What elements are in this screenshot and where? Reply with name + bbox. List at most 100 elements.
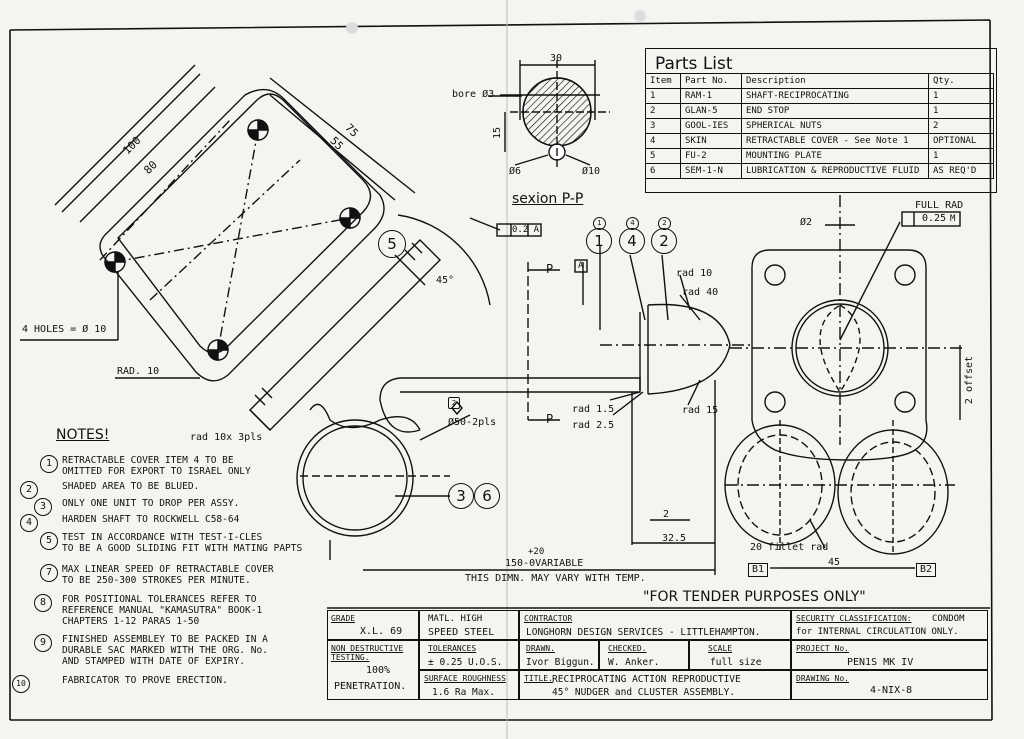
cell-description: RETRACTABLE COVER - See Note 1 xyxy=(741,133,929,149)
material-label: MATL. HIGH xyxy=(428,614,483,624)
grade-label: GRADE xyxy=(331,614,356,623)
cell-item: 6 xyxy=(645,163,681,179)
grade-value: X.L. 69 xyxy=(360,626,403,637)
table-row: 6 SEM-1-N LUBRICATION & REPRODUCTIVE FLU… xyxy=(645,163,994,179)
contractor-label: CONTRACTOR xyxy=(524,614,573,623)
holes-label: 4 HOLES = Ø 10 xyxy=(22,324,107,335)
feature-control-label: 0.2 A xyxy=(512,225,540,235)
cell-qty: OPTIONAL xyxy=(928,133,994,149)
cell-description: MOUNTING PLATE xyxy=(741,148,929,164)
full-rad-label: FULL RAD xyxy=(915,200,964,211)
col-qty: Qty. xyxy=(928,73,994,89)
section-dim-right: Ø10 xyxy=(582,166,601,177)
rad2-5-label: rad 2.5 xyxy=(572,420,615,431)
drawing-label: DRAWING No. xyxy=(796,674,849,683)
dim-150-label: 150-0VARIABLE xyxy=(505,558,584,569)
note-text: FOR POSITIONAL TOLERANCES REFER TO REFER… xyxy=(62,594,263,627)
title-value: RECIPROCATING ACTION REPRODUCTIVE xyxy=(552,674,741,685)
drawn-value: Ivor Biggun. xyxy=(526,657,595,668)
cell-part-no: SKIN xyxy=(680,133,742,149)
surface-value: 1.6 Ra Max. xyxy=(432,687,495,698)
security-label: SECURITY CLASSIFICATION: xyxy=(796,614,912,623)
tb-surface: SURFACE ROUGHNESS 1.6 Ra Max. xyxy=(419,670,519,700)
ndt-label: NON DESTRUCTIVE TESTING. xyxy=(331,644,404,662)
cell-description: SPHERICAL NUTS xyxy=(741,118,929,134)
table-row: 1 RAM-1 SHAFT-RECIPROCATING 1 xyxy=(645,88,994,104)
cell-description: LUBRICATION & REPRODUCTIVE FLUID xyxy=(741,163,929,179)
note-number: 1 xyxy=(40,455,58,473)
cell-item: 3 xyxy=(645,118,681,134)
hex-marker-2: 2 xyxy=(448,397,460,409)
plate-rad-label: RAD. 10 xyxy=(117,366,160,377)
note-text: MAX LINEAR SPEED OF RETRACTABLE COVER TO… xyxy=(62,564,274,586)
scale-label: SCALE xyxy=(708,644,733,653)
table-row: 4 SKIN RETRACTABLE COVER - See Note 1 OP… xyxy=(645,133,994,149)
cell-qty: 1 xyxy=(928,103,994,119)
fillet-label: 20 fillet rad xyxy=(750,542,829,553)
note-text: TEST IN ACCORDANCE WITH TEST-I-CLES TO B… xyxy=(62,532,303,554)
cell-item: 2 xyxy=(645,103,681,119)
datum-b1: B1 xyxy=(748,563,769,577)
datum-label: A xyxy=(578,261,584,271)
ndt-value-2: PENETRATION. xyxy=(334,681,407,692)
note-number: 3 xyxy=(34,498,52,516)
tb-checked: CHECKED. W. Anker. xyxy=(599,640,689,670)
section-label: sexion P-P xyxy=(512,191,584,207)
rad-pls-label: rad 10x 3pls xyxy=(190,432,263,443)
section-mark-top: P xyxy=(546,262,554,276)
title-value-2: 45° NUDGER and CLUSTER ASSEMBLY. xyxy=(552,687,736,698)
balloon-1: 1 xyxy=(586,228,612,254)
contractor-value: LONGHORN DESIGN SERVICES - LITTLEHAMPTON… xyxy=(526,627,761,638)
mounting-plate-view xyxy=(20,64,416,382)
angle-label: 45° xyxy=(436,275,455,286)
note-text: HARDEN SHAFT TO ROCKWELL C58-64 xyxy=(62,514,240,525)
tolerances-value: ± 0.25 U.O.S. xyxy=(428,657,503,668)
parts-list-title: Parts List xyxy=(655,54,733,74)
cell-description: END STOP xyxy=(741,103,929,119)
rad15-label: rad 15 xyxy=(682,405,719,416)
cell-qty: 1 xyxy=(928,88,994,104)
cell-qty: 2 xyxy=(928,118,994,134)
section-dim-side: 15 xyxy=(492,126,504,140)
col-part-no: Part No. xyxy=(680,73,742,89)
balloon-4: 4 xyxy=(619,228,645,254)
project-label: PROJECT No. xyxy=(796,644,849,653)
section-mark-bottom: P xyxy=(546,412,554,426)
tb-security: SECURITY CLASSIFICATION: CONDOM for INTE… xyxy=(791,610,988,640)
project-value: PEN1S MK IV xyxy=(847,657,914,668)
checked-label: CHECKED. xyxy=(608,644,647,653)
cell-qty: AS REQ'D xyxy=(928,163,994,179)
col-description: Description xyxy=(741,73,929,89)
fcf-value: 0.25 xyxy=(922,213,947,224)
note-text: FINISHED ASSEMBLEY TO BE PACKED IN A DUR… xyxy=(62,634,268,667)
tb-tolerances: TOLERANCES ± 0.25 U.O.S. xyxy=(419,640,519,670)
note-number: 8 xyxy=(34,594,52,612)
scale-value: full size xyxy=(710,657,762,668)
security-value: CONDOM xyxy=(932,614,965,624)
section-pp-view xyxy=(488,60,610,170)
balloon-6: 6 xyxy=(474,483,500,509)
offset-label: 2 offset xyxy=(964,355,976,405)
cell-qty: 1 xyxy=(928,148,994,164)
tol-label: +20 xyxy=(528,547,545,557)
rad40-label: rad 40 xyxy=(682,287,719,298)
fcf-modifier: M xyxy=(950,214,956,224)
tb-drawing-no: DRAWING No. 4-NIX-8 xyxy=(791,670,988,700)
parts-header-row: Item Part No. Description Qty. xyxy=(645,73,994,89)
drawing-value: 4-NIX-8 xyxy=(870,685,913,696)
dim-32-5-label: 32.5 xyxy=(662,533,687,544)
vary-label: THIS DIMN. MAY VARY WITH TEMP. xyxy=(465,573,646,584)
security-value-2: for INTERNAL CIRCULATION ONLY. xyxy=(796,627,959,637)
notes-heading: NOTES! xyxy=(56,427,110,443)
cell-part-no: FU-2 xyxy=(680,148,742,164)
dia-pls-label: Ø50-2pls xyxy=(448,417,497,428)
note-text: RETRACTABLE COVER ITEM 4 TO BE OMITTED F… xyxy=(62,455,251,477)
balloon-small-2: 2 xyxy=(658,217,671,230)
datum-b2: B2 xyxy=(916,563,937,577)
dia2-label: Ø2 xyxy=(800,217,813,228)
tb-project: PROJECT No. PEN1S MK IV xyxy=(791,640,988,670)
tb-scale: SCALE full size xyxy=(689,640,791,670)
table-row: 5 FU-2 MOUNTING PLATE 1 xyxy=(645,148,994,164)
section-dim-top: 30 xyxy=(550,53,563,64)
